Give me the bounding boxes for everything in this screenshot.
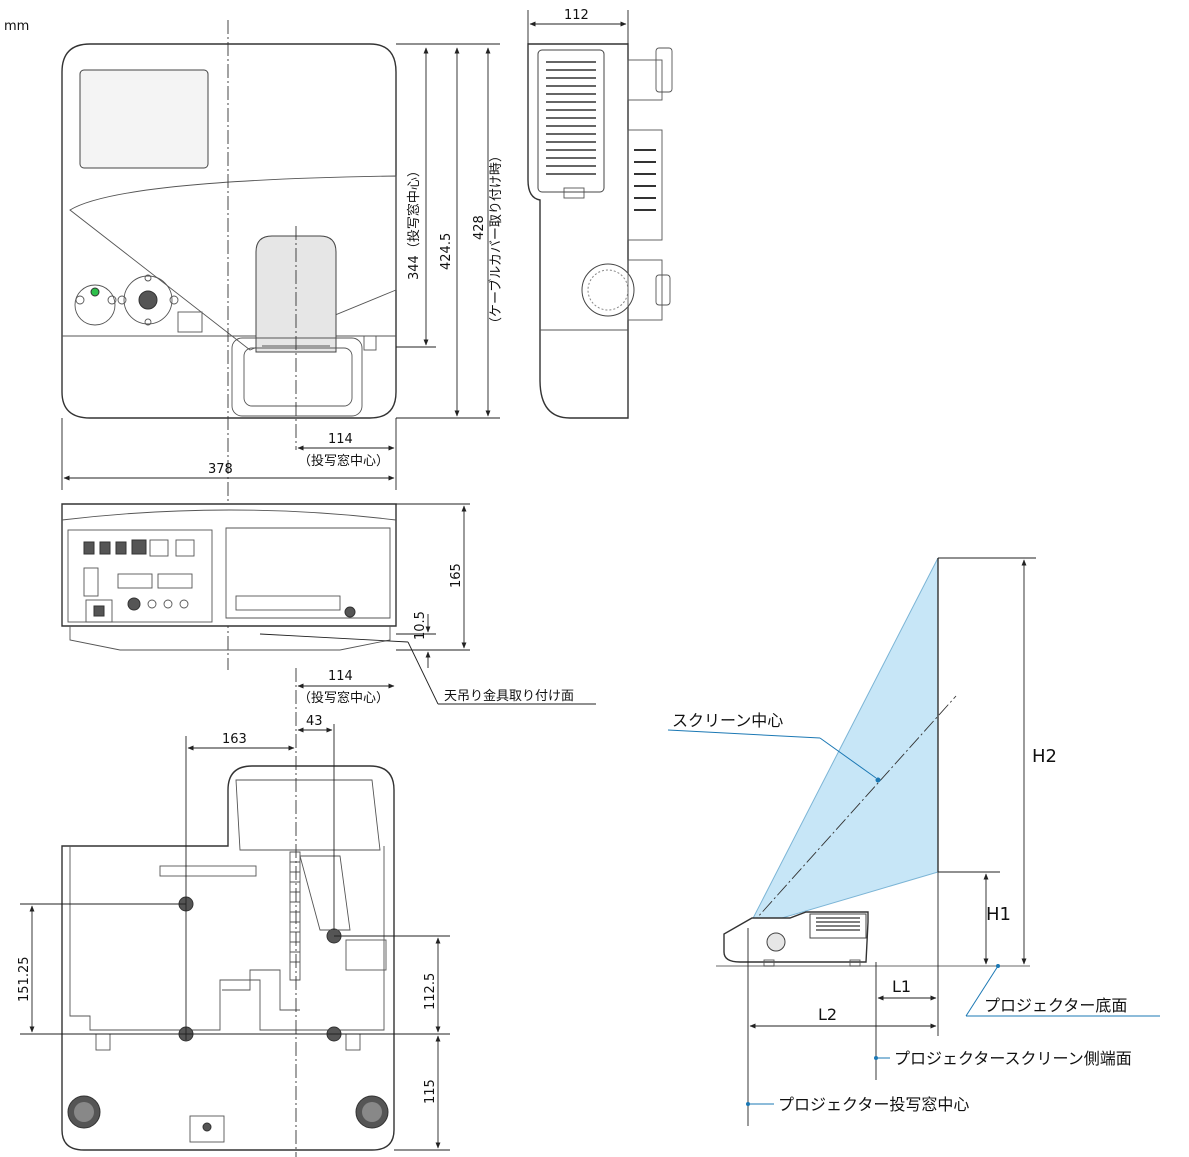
unit-label: mm: [4, 19, 29, 34]
projection-beam: [747, 557, 939, 929]
dim-115: 115: [423, 1079, 438, 1104]
screen-center-label: スクリーン中心: [672, 711, 783, 730]
side-view: [527, 43, 673, 419]
label-h1: H1: [986, 904, 1011, 925]
bottom-view-dimensions: 114 （投写窓中心） 163 43 151.25 112.5 115: [17, 669, 450, 1151]
dim-112-5: 112.5: [423, 973, 438, 1010]
label-bottom-face: プロジェクター底面: [984, 996, 1127, 1015]
dim-43: 43: [306, 714, 323, 729]
bottom-view: [61, 765, 395, 1151]
side-view-dimensions: 112: [527, 8, 629, 44]
dim-114-top: 114: [328, 432, 353, 447]
dim-10-5: 10.5: [413, 611, 428, 640]
label-h2: H2: [1032, 746, 1057, 767]
dim-114-bottom: 114: [328, 669, 353, 684]
dim-344: 344（投写窓中心）: [406, 164, 422, 280]
dim-163: 163: [222, 732, 247, 747]
top-view: [61, 43, 397, 419]
dim-151-25: 151.25: [17, 957, 32, 1003]
beam-center-line: [747, 695, 957, 929]
label-l1: L1: [892, 977, 911, 996]
label-window-center: プロジェクター投写窓中心: [778, 1095, 969, 1114]
dim-114-top-note: （投写窓中心）: [298, 453, 389, 469]
rear-view-dimensions: 165 10.5 天吊り金具取り付け面: [259, 503, 596, 705]
dim-112: 112: [564, 8, 589, 23]
label-l2: L2: [818, 1005, 837, 1024]
dim-165: 165: [449, 563, 464, 588]
dim-428-note: （ケーブルカバー取り付け時）: [488, 149, 504, 330]
dim-378: 378: [208, 462, 233, 477]
screen-center-dot: [875, 777, 881, 783]
top-view-dimensions: 344（投写窓中心） 424.5 428 （ケーブルカバー取り付け時） 114 …: [61, 43, 504, 490]
label-screen-side: プロジェクタースクリーン側端面: [894, 1049, 1132, 1068]
dim-114-bottom-note: （投写窓中心）: [298, 690, 389, 706]
dim-428: 428: [472, 215, 487, 240]
rear-view: [61, 503, 397, 651]
dim-424-5: 424.5: [439, 233, 454, 270]
mount-surface-callout: 天吊り金具取り付け面: [444, 688, 574, 704]
install-diagram: スクリーン中心 H2 H1 L1 L2 プロジェクター底面 プロジェクタースクリ…: [667, 557, 1160, 1126]
